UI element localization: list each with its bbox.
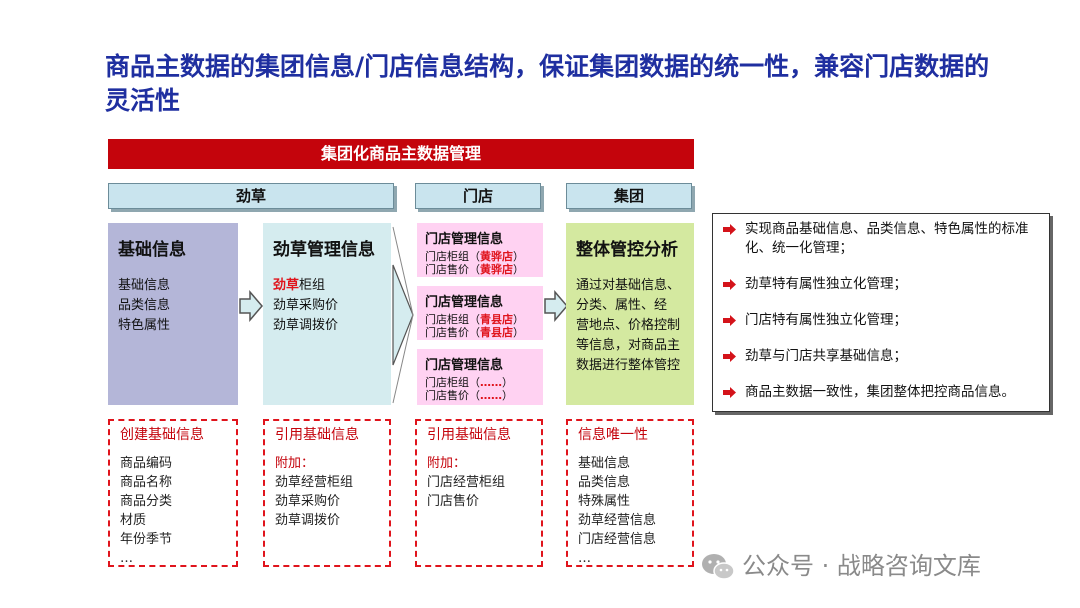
red-arrow-bullet-icon xyxy=(723,387,736,398)
store-info-box: 门店管理信息 门店柜组（黄骅店） 门店售价（黄骅店） xyxy=(417,223,543,277)
group-control-line: 营地点、价格控制 xyxy=(576,318,681,333)
dashed-line: 劲草调拨价 xyxy=(275,513,341,528)
dashed-line: 门店售价 xyxy=(427,494,480,509)
dashed-line: 商品分类 xyxy=(120,494,173,509)
group-control-line: 数据进行整体管控 xyxy=(576,358,681,373)
group-control-line: 等信息，对商品主 xyxy=(576,338,681,353)
dashed-line: 品类信息 xyxy=(578,475,631,490)
jincao-management-box: 劲草管理信息 劲草柜组 劲草采购价 劲草调拨价 xyxy=(263,223,391,405)
jincao-line-counter: 劲草柜组 xyxy=(273,278,326,293)
right-arrow-icon xyxy=(544,290,568,322)
group-control-line: 分类、属性、经 xyxy=(576,298,668,313)
dashed-heading: 信息唯一性 xyxy=(578,427,648,443)
summary-item: 劲草特有属性独立化管理； xyxy=(721,275,1043,294)
basic-info-line: 品类信息 xyxy=(118,298,171,313)
dashed-line: … xyxy=(578,551,591,566)
store-line: 门店售价（……） xyxy=(425,389,513,402)
dashed-line: 商品名称 xyxy=(120,475,173,490)
store-line: 门店售价（黄骅店） xyxy=(425,263,524,276)
dashed-line: 特殊属性 xyxy=(578,494,631,509)
jincao-line: 劲草调拨价 xyxy=(273,318,339,333)
store-info-box: 门店管理信息 门店柜组（青县店） 门店售价（青县店） xyxy=(417,286,543,340)
store-info-heading: 门店管理信息 xyxy=(425,295,504,310)
basic-info-line: 特色属性 xyxy=(118,318,171,333)
dashed-line: 年份季节 xyxy=(120,532,173,547)
right-arrow-icon xyxy=(239,290,263,322)
wechat-icon xyxy=(702,554,735,580)
store-line: 门店柜组（青县店） xyxy=(425,313,524,326)
dashed-line: 劲草经营柜组 xyxy=(275,475,354,490)
red-arrow-bullet-icon xyxy=(723,351,736,362)
dashed-line: 材质 xyxy=(120,513,147,528)
dashed-line: 门店经营信息 xyxy=(578,532,657,547)
basic-info-heading: 基础信息 xyxy=(118,240,186,260)
create-basic-info-box: 创建基础信息 商品编码 商品名称 商品分类 材质 年份季节 … xyxy=(108,419,238,567)
dashed-line: 基础信息 xyxy=(578,456,631,471)
large-right-arrow-icon xyxy=(392,226,414,404)
store-info-heading: 门店管理信息 xyxy=(425,232,504,247)
red-arrow-bullet-icon xyxy=(723,224,736,235)
dashed-heading: 创建基础信息 xyxy=(120,427,204,443)
dashed-line: 劲草采购价 xyxy=(275,494,341,509)
header-store: 门店 xyxy=(415,183,541,209)
basic-info-box: 基础信息 基础信息 品类信息 特色属性 xyxy=(108,223,238,405)
dashed-heading: 引用基础信息 xyxy=(427,427,511,443)
summary-box: 实现商品基础信息、品类信息、特色属性的标准化、统一化管理； 劲草特有属性独立化管… xyxy=(712,213,1050,412)
summary-item: 门店特有属性独立化管理； xyxy=(721,311,1043,330)
banner: 集团化商品主数据管理 xyxy=(108,139,694,169)
group-control-heading: 整体管控分析 xyxy=(576,240,678,260)
dashed-line: 门店经营柜组 xyxy=(427,475,506,490)
group-control-box: 整体管控分析 通过对基础信息、 分类、属性、经 营地点、价格控制 等信息，对商品… xyxy=(566,223,694,405)
red-arrow-bullet-icon xyxy=(723,315,736,326)
watermark: 公众号 · 战略咨询文库 xyxy=(700,546,1060,586)
info-uniqueness-box: 信息唯一性 基础信息 品类信息 特殊属性 劲草经营信息 门店经营信息 … xyxy=(566,419,694,567)
dashed-line: 劲草经营信息 xyxy=(578,513,657,528)
summary-item: 商品主数据一致性，集团整体把控商品信息。 xyxy=(721,383,1043,402)
store-line: 门店柜组（……） xyxy=(425,376,513,389)
dashed-line: 商品编码 xyxy=(120,456,173,471)
page-title: 商品主数据的集团信息/门店信息结构，保证集团数据的统一性，兼容门店数据的灵活性 xyxy=(105,52,990,115)
jincao-line: 劲草采购价 xyxy=(273,298,339,313)
red-arrow-bullet-icon xyxy=(723,279,736,290)
group-control-line: 通过对基础信息、 xyxy=(576,278,681,293)
store-info-box: 门店管理信息 门店柜组（……） 门店售价（……） xyxy=(417,349,543,405)
reference-basic-info-box: 引用基础信息 附加： 劲草经营柜组 劲草采购价 劲草调拨价 xyxy=(263,419,391,567)
store-info-heading: 门店管理信息 xyxy=(425,358,504,373)
store-line: 门店售价（青县店） xyxy=(425,326,524,339)
header-group: 集团 xyxy=(566,183,692,209)
summary-item: 实现商品基础信息、品类信息、特色属性的标准化、统一化管理； xyxy=(721,220,1043,258)
header-jincao: 劲草 xyxy=(108,183,394,209)
dashed-line: … xyxy=(120,551,133,566)
basic-info-line: 基础信息 xyxy=(118,278,171,293)
dashed-heading: 引用基础信息 xyxy=(275,427,359,443)
jincao-management-heading: 劲草管理信息 xyxy=(273,240,375,260)
store-line: 门店柜组（黄骅店） xyxy=(425,250,524,263)
dashed-sub: 附加： xyxy=(275,456,315,471)
reference-basic-info-box: 引用基础信息 附加： 门店经营柜组 门店售价 xyxy=(415,419,543,567)
summary-item: 劲草与门店共享基础信息； xyxy=(721,347,1043,366)
jincao-highlight: 劲草 xyxy=(273,278,300,293)
dashed-sub: 附加： xyxy=(427,456,467,471)
